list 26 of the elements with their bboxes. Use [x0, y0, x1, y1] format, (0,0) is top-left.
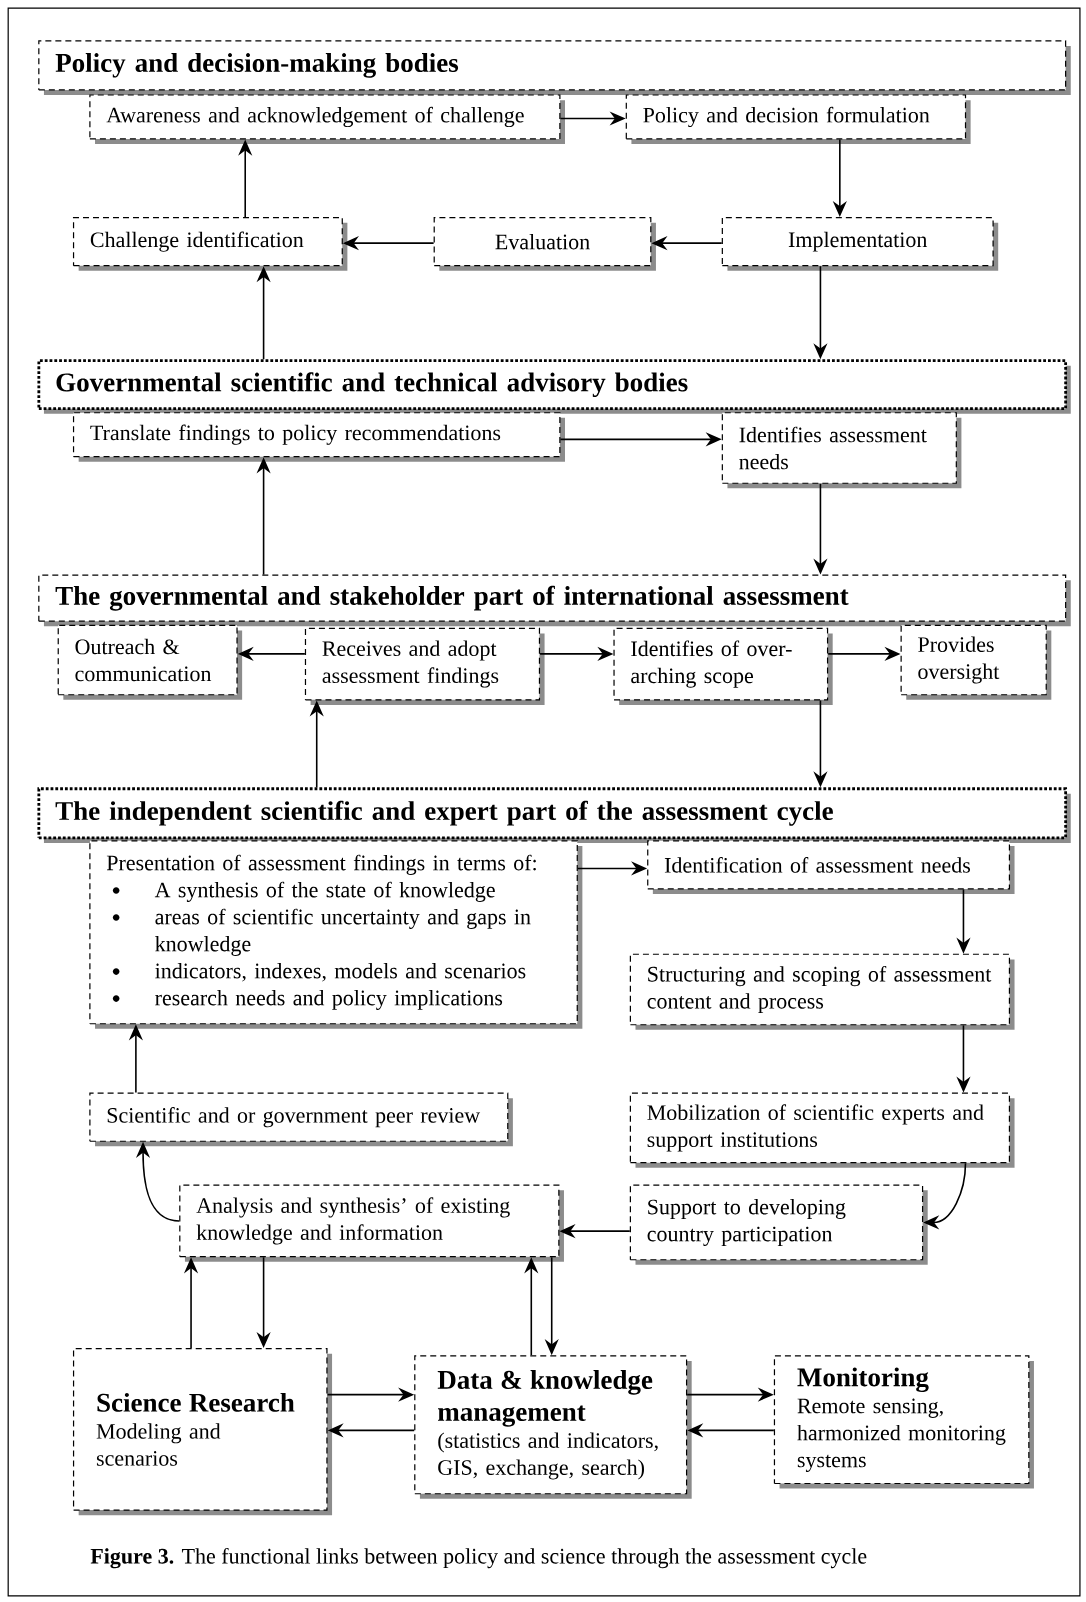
process-box: Data & knowledge management (statistics and indicators, GIS, exchange, search): [414, 1355, 692, 1499]
process-box: Presentation of assessment findings in terms of: A synthesis of the state of knowledge areas of scientific uncertainty and gaps in knowledge indicators, indexes, models and scenarios research needs and policy implications: [89, 840, 583, 1029]
process-box: Mobilization of scientific experts and support institutions: [629, 1092, 1015, 1168]
process-box: Scientific and or government peer review: [89, 1092, 513, 1147]
layer-band: Policy and decision-making bodies: [38, 40, 1071, 96]
process-box: Challenge identification: [72, 217, 348, 271]
process-box: Identifies assessment needs: [721, 412, 962, 489]
process-box: Translate findings to policy recommendations: [72, 412, 565, 462]
layer-band: The independent scientific and expert part of the assessment cycle: [37, 787, 1071, 843]
process-box: Structuring and scoping of assessment content and process: [629, 953, 1015, 1030]
process-box: Receives and adopt assessment findings: [304, 627, 545, 705]
process-box: Implementation: [721, 217, 999, 271]
process-box: Support to developing country participation: [629, 1184, 928, 1265]
process-box: Outreach & communication: [57, 624, 243, 700]
caption: Figure 3. The functional links between policy and science through the assessment cycle: [90, 1547, 867, 1569]
process-box: Science Research Modeling and scenarios: [72, 1348, 333, 1516]
process-box: Provides oversight: [900, 624, 1052, 700]
process-box: Policy and decision formulation: [625, 94, 971, 145]
process-box: Awareness and acknowledgement of challenge: [89, 94, 565, 145]
process-box: Evaluation: [433, 217, 656, 271]
process-box: Identifies of over-arching scope: [613, 627, 833, 705]
process-box: Identification of assessment needs: [647, 840, 1015, 894]
process-box: Analysis and synthesis’ of existing knowledge and information: [179, 1184, 564, 1262]
layer-band: Governmental scientific and technical advisory bodies: [37, 359, 1071, 414]
layer-band: The governmental and stakeholder part of international assessment: [38, 574, 1071, 627]
process-box: Monitoring Remote sensing, harmonized monitoring systems: [773, 1355, 1034, 1489]
